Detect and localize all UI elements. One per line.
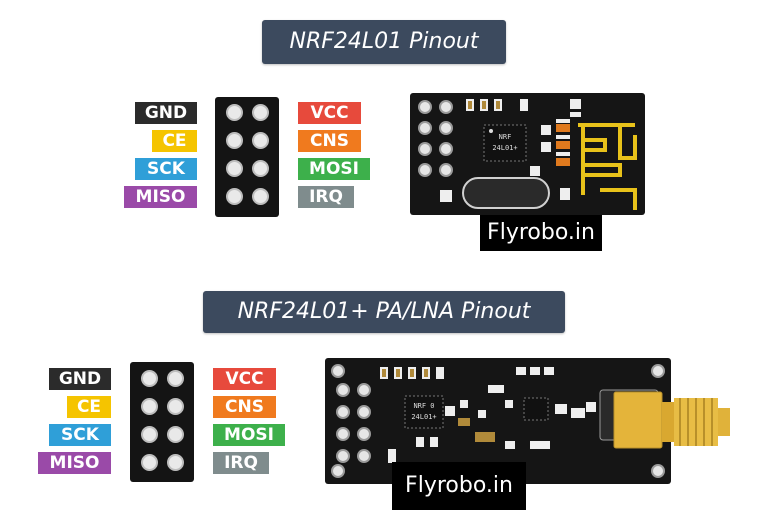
m2-pin-sck [141,426,158,443]
m1-pin-cns [252,132,269,149]
m2-pin-miso [141,454,158,471]
m2-pin-mosi [167,426,184,443]
m2-label-miso: MISO [38,452,111,474]
m2-pin-irq [167,454,184,471]
m2-chip-label-1: NRF 0 [413,402,435,410]
m2-pin-cns [167,398,184,415]
m1-label-ce: CE [152,130,197,152]
m2-label-gnd: GND [49,368,111,390]
module1-title: NRF24L01 Pinout [262,20,506,64]
m2-label-irq: IRQ [213,452,269,474]
m1-chip-label-1: NRF [498,133,512,141]
m1-pin-ce [226,132,243,149]
m1-label-gnd: GND [135,102,197,124]
m1-pin-vcc [252,104,269,121]
m1-pin-irq [252,188,269,205]
m1-pin-gnd [226,104,243,121]
m2-pin-ce [141,398,158,415]
m2-label-cns: CNS [213,396,276,418]
m1-label-miso: MISO [124,186,197,208]
m1-label-cns: CNS [298,130,361,152]
m1-chip-label-2: 24L01+ [492,144,518,152]
m1-label-sck: SCK [135,158,197,180]
m1-watermark: Flyrobo.in [480,215,602,251]
m1-pin-sck [226,160,243,177]
m1-label-irq: IRQ [298,186,354,208]
m1-pin-miso [226,188,243,205]
m1-pin-mosi [252,160,269,177]
nrf24l01-board [410,93,645,215]
m2-label-ce: CE [67,396,111,418]
m2-pin-header [130,362,194,482]
m1-label-mosi: MOSI [298,158,370,180]
m2-pin-vcc [167,370,184,387]
m2-label-vcc: VCC [213,368,276,390]
m2-watermark: Flyrobo.in [392,462,526,510]
sma-connector [613,391,730,449]
m2-chip-label-2: 24L01+ [411,413,437,421]
module2-title: NRF24L01+ PA/LNA Pinout [203,291,565,333]
m2-pin-gnd [141,370,158,387]
m1-pin-header [215,97,279,217]
m2-label-mosi: MOSI [213,424,285,446]
m1-label-vcc: VCC [298,102,361,124]
m2-label-sck: SCK [49,424,111,446]
